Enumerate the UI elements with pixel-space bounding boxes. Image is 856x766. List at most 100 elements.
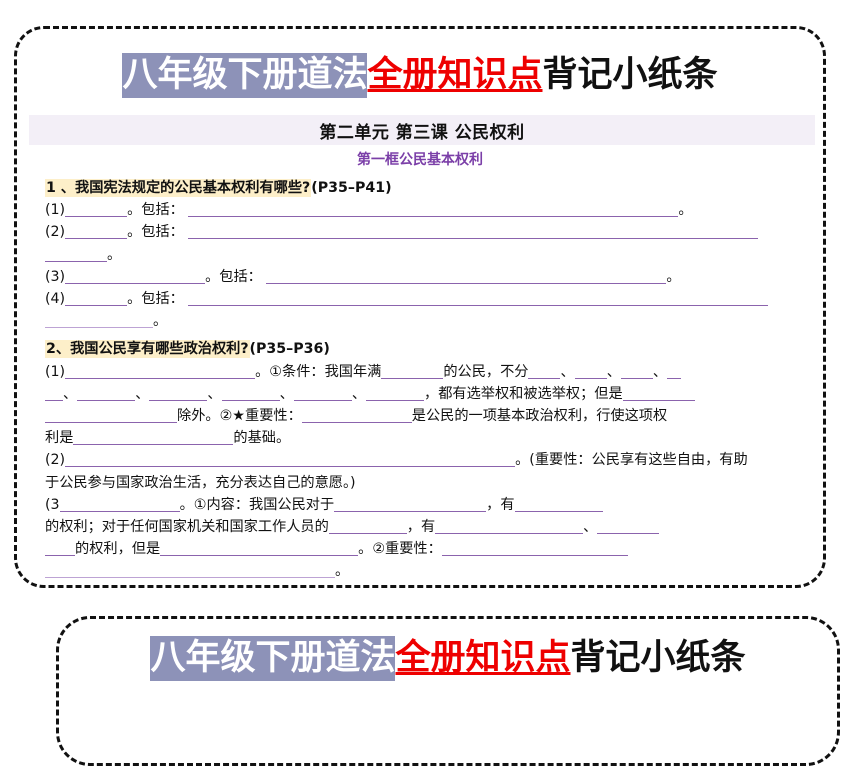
blank-field[interactable] (65, 201, 128, 218)
item-text: 利是 (45, 430, 74, 447)
blank-field[interactable] (45, 562, 335, 579)
blank-field[interactable] (381, 363, 444, 379)
blank-field[interactable] (45, 407, 177, 424)
blank-field[interactable] (160, 540, 359, 557)
item-tail: 。 (666, 268, 681, 285)
blank-field[interactable] (293, 385, 352, 401)
blank-field[interactable] (45, 540, 75, 557)
question-2-item-2-cont: 于公民参与国家政治生活，充分表达自己的意愿。) (45, 472, 815, 494)
question-1-item-2: (2) 。包括： (45, 221, 815, 243)
banner-title-1: 八年级下册道法全册知识点背记小纸条 (17, 53, 823, 98)
item-text: 。(重要性：公民享有这些自由，有助 (515, 452, 748, 469)
item-text: 。①内容：我国公民对于 (179, 496, 335, 513)
blank-field[interactable] (528, 363, 561, 379)
item-text: ，有 (406, 519, 436, 536)
blank-field[interactable] (441, 540, 628, 557)
item-text: ，有 (486, 496, 515, 513)
item-text: ，都有选举权和被选举权；但是 (424, 385, 623, 402)
item-label: (4) (45, 291, 66, 308)
question-2-item-3-cont1: 的权利；对于任何国家机关和国家工作人员的，有、 (45, 516, 815, 538)
blank-field[interactable] (266, 268, 667, 284)
question-2-item-3-cont2: 的权利，但是。②重要性： (45, 538, 815, 560)
item-text: 的基础。 (233, 430, 291, 447)
item-label: (3) (45, 268, 66, 285)
unit-header-bar: 第二单元 第三课 公民权利 (29, 115, 815, 145)
blank-field[interactable] (77, 385, 136, 401)
banner-segment-red-1: 全册知识点 (367, 55, 543, 95)
item-label: (3 (45, 496, 60, 513)
blank-field[interactable] (334, 496, 487, 512)
question-1-item-2-cont: 。 (45, 244, 815, 266)
lesson-sub-header: 第一框公民基本权利 (357, 152, 483, 168)
blank-field[interactable] (366, 385, 425, 401)
blank-field[interactable] (514, 496, 603, 512)
item-text: 。包括： (205, 268, 262, 285)
blank-field[interactable] (622, 385, 695, 401)
item-text: 的公民，不分 (443, 363, 529, 380)
item-text: 。 (335, 563, 350, 580)
question-2-item-3: (3 。①内容：我国公民对于 ，有 (45, 494, 815, 516)
item-sep: 、 (351, 385, 367, 402)
question-2-item-2: (2) 。(重要性：公民享有这些自由，有助 (45, 449, 815, 471)
item-text: 。②重要性： (358, 541, 442, 558)
item-sep: 、 (279, 385, 294, 402)
blank-field[interactable] (328, 518, 407, 535)
blank-field[interactable] (45, 246, 107, 262)
question-1-item-4-cont: 。 (45, 310, 815, 332)
blank-field[interactable] (65, 223, 128, 240)
item-text: 。包括： (127, 202, 184, 219)
question-2-item-1-cont3: 利是 的基础。 (45, 427, 815, 449)
blank-field[interactable] (65, 268, 206, 284)
document-page: 八年级下册道法全册知识点背记小纸条 第二单元 第三课 公民权利 第一框公民基本权… (14, 26, 840, 766)
item-tail: 。 (678, 202, 693, 219)
question-2-pages: (P35–P36) (249, 341, 330, 358)
question-1-number: 1 、 (46, 180, 75, 196)
blank-field[interactable] (667, 363, 682, 379)
item-label: (2) (45, 452, 66, 469)
question-2-item-1: (1)。①条件：我国年满的公民，不分、、、 (45, 361, 815, 383)
question-1-heading: 1 、我国宪法规定的公民基本权利有哪些?(P35–P41) (45, 177, 815, 199)
blank-field[interactable] (435, 518, 584, 535)
blank-field[interactable] (65, 290, 128, 307)
note-card-2: 八年级下册道法全册知识点背记小纸条 (56, 616, 840, 766)
item-sep: 、 (652, 363, 668, 380)
item-text: 。包括： (127, 291, 184, 308)
blank-field[interactable] (65, 363, 256, 379)
item-sep: 、 (135, 385, 150, 402)
question-2-item-1-cont2: 除外。②★重要性： 是公民的一项基本政治权利，行使这项权 (45, 405, 815, 427)
item-tail: 。 (107, 246, 122, 263)
blank-field[interactable] (188, 201, 679, 218)
blank-field[interactable] (597, 518, 660, 535)
item-sep: 、 (63, 385, 78, 402)
question-2-number: 2、 (46, 341, 71, 358)
blank-field[interactable] (45, 385, 63, 401)
item-tail: 。 (153, 313, 168, 330)
note-card-1: 八年级下册道法全册知识点背记小纸条 第二单元 第三课 公民权利 第一框公民基本权… (14, 26, 826, 588)
blank-field[interactable] (188, 223, 759, 240)
item-text: 。①条件：我国年满 (255, 363, 382, 380)
item-text: 是公民的一项基本政治权利，行使这项权 (411, 408, 668, 425)
blank-field[interactable] (301, 407, 412, 424)
blank-field[interactable] (620, 363, 653, 379)
banner-segment-gray-1: 八年级下册道法 (122, 53, 368, 98)
item-label: (1) (45, 363, 66, 380)
item-sep: 、 (207, 385, 222, 402)
item-text: 于公民参与国家政治生活，充分表达自己的意愿。) (45, 474, 356, 491)
item-text: 除外。②★重要性： (177, 408, 302, 425)
item-text: 、 (583, 519, 598, 536)
blank-field[interactable] (65, 451, 516, 468)
banner-segment-black-1: 背记小纸条 (542, 55, 718, 95)
blank-field[interactable] (149, 385, 208, 401)
blank-field[interactable] (59, 496, 180, 512)
blank-field[interactable] (45, 312, 153, 329)
question-1-item-3: (3) 。包括： 。 (45, 266, 815, 288)
blank-field[interactable] (221, 385, 280, 401)
blank-field[interactable] (574, 363, 607, 379)
blank-field[interactable] (188, 290, 769, 307)
item-text: 。包括： (127, 224, 184, 241)
question-1-pages: (P35–P41) (311, 180, 392, 196)
banner-segment-red-2: 全册知识点 (395, 638, 571, 678)
item-label: (2) (45, 224, 66, 241)
question-2-item-3-cont3: 。 (45, 560, 815, 582)
blank-field[interactable] (73, 429, 234, 446)
